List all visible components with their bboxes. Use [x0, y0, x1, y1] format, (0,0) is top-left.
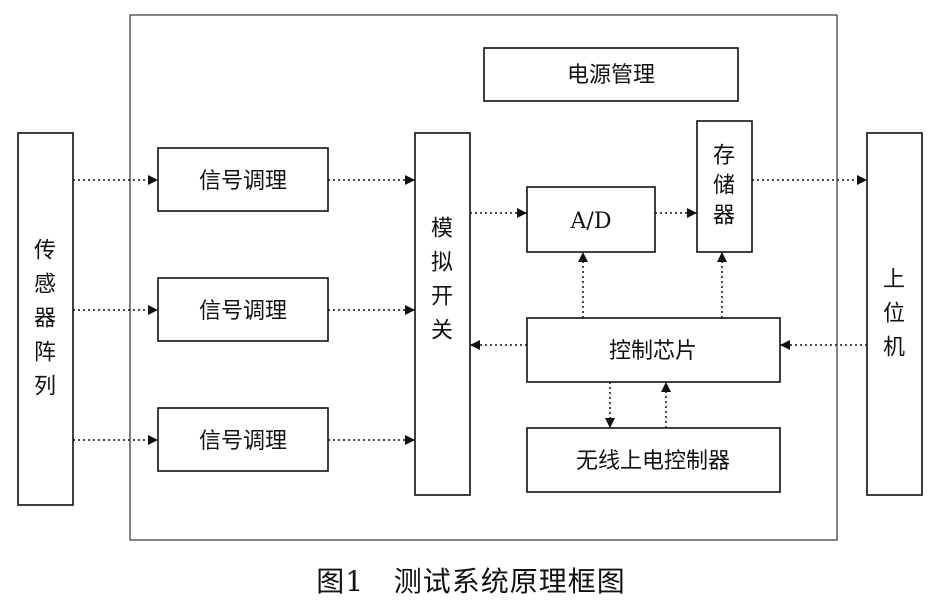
power-mgmt-label: 电源管理 [567, 63, 655, 88]
vertical-label-char: 关 [431, 319, 453, 344]
vertical-label-char: 机 [883, 336, 905, 361]
vertical-label-char: 模 [431, 217, 453, 242]
signal-cond-label-3: 信号调理 [199, 429, 287, 454]
signal-cond-label-1: 信号调理 [199, 169, 287, 194]
figure-caption: 图1 测试系统原理框图 [316, 565, 626, 598]
host-pc-box [866, 132, 923, 496]
analog-switch-box [414, 132, 471, 496]
storage-box [696, 120, 753, 253]
test-system-frame [129, 14, 838, 541]
ad-box [526, 186, 656, 253]
vertical-label-char: 器 [713, 204, 735, 229]
sensor-array-box [17, 132, 74, 506]
storage-label: 存储器 [713, 144, 735, 229]
vertical-label-char: 列 [34, 375, 56, 400]
vertical-label-char: 储 [713, 174, 735, 199]
power-mgmt-box [483, 47, 739, 102]
control-chip-box [526, 317, 781, 383]
wireless-power-ctrl-box [526, 427, 781, 493]
signal-cond-label-2: 信号调理 [199, 299, 287, 324]
ad-label: A/D [570, 209, 612, 234]
signal-cond-box-1 [157, 147, 329, 212]
vertical-label-char: 开 [431, 285, 453, 310]
vertical-label-char: 存 [713, 144, 735, 169]
control-chip-label: 控制芯片 [609, 339, 697, 364]
vertical-label-char: 位 [883, 302, 905, 327]
signal-cond-box-3 [157, 407, 329, 472]
host-pc-label: 上位机 [883, 268, 905, 361]
vertical-label-char: 感 [34, 273, 56, 298]
vertical-label-char: 阵 [34, 341, 56, 366]
vertical-label-char: 器 [34, 307, 56, 332]
vertical-label-char: 上 [883, 268, 905, 293]
wireless-power-ctrl-label: 无线上电控制器 [576, 449, 730, 474]
vertical-label-char: 拟 [431, 251, 453, 276]
vertical-label-char: 传 [34, 239, 56, 264]
